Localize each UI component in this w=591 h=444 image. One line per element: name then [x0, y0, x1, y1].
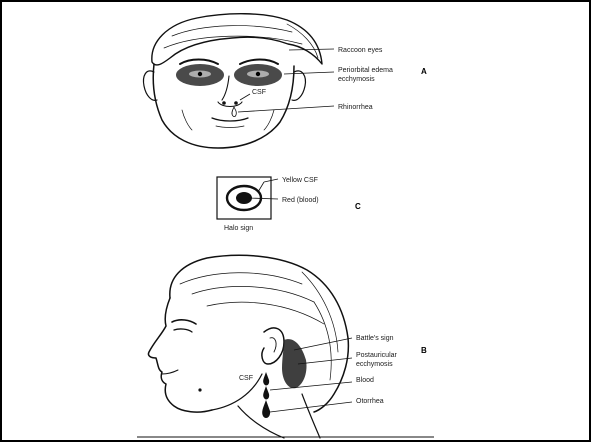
- label-halo-sign: Halo sign: [224, 225, 253, 232]
- blood-drop: [263, 386, 269, 399]
- mouth-profile: [162, 370, 178, 374]
- label-postauricular-line2: ecchymosis: [356, 361, 393, 368]
- panel-a-letter: A: [421, 67, 427, 76]
- hair-outline-profile: [170, 255, 349, 412]
- right-pupil: [256, 72, 260, 76]
- panel-b-side-profile: Battle's sign Postauricular ecchymosis C…: [148, 255, 427, 438]
- right-eyebrow: [240, 60, 278, 65]
- label-rhinorrhea: Rhinorrhea: [338, 104, 373, 111]
- eye-profile: [174, 329, 192, 332]
- hair-stroke-profile: [314, 302, 331, 380]
- leader-csf-nasal: [240, 94, 250, 100]
- ear-profile: [262, 328, 284, 364]
- leader-raccoon-eyes: [289, 49, 334, 50]
- label-battles-sign: Battle's sign: [356, 335, 394, 342]
- csf-ear-drop: [263, 372, 269, 385]
- label-csf-nasal: CSF: [252, 89, 266, 96]
- label-periorbital-line1: Periorbital edema: [338, 67, 393, 74]
- nose-base: [218, 102, 242, 107]
- panel-c-letter: C: [355, 202, 361, 211]
- hair-outline: [152, 14, 322, 65]
- label-periorbital-line2: ecchymosis: [338, 76, 375, 83]
- label-otorrhea: Otorrhea: [356, 398, 384, 405]
- label-raccoon-eyes: Raccoon eyes: [338, 47, 383, 54]
- leader-battles-sign: [294, 338, 352, 350]
- left-cheek-line: [182, 110, 192, 130]
- leader-blood: [270, 382, 352, 390]
- left-eyebrow: [180, 60, 218, 65]
- label-csf-ear: CSF: [239, 375, 253, 382]
- leader-periorbital: [284, 72, 334, 74]
- right-cheek-line: [264, 110, 274, 130]
- ear-inner: [270, 338, 276, 352]
- hair-stroke: [172, 26, 292, 36]
- nose-bridge: [222, 76, 229, 100]
- label-red-blood: Red (blood): [282, 197, 319, 204]
- label-blood: Blood: [356, 377, 374, 384]
- lower-lip: [216, 126, 244, 128]
- mole-dot: [198, 388, 201, 391]
- hair-stroke-profile: [192, 286, 314, 302]
- hair-stroke-profile: [207, 302, 324, 324]
- brow-profile: [172, 320, 196, 324]
- right-nostril: [234, 101, 238, 105]
- csf-nasal-drip: [232, 107, 236, 117]
- mouth: [212, 118, 248, 121]
- otorrhea-drop: [262, 400, 270, 418]
- left-pupil: [198, 72, 202, 76]
- neck-back: [302, 394, 320, 438]
- face-profile: [148, 298, 212, 412]
- panel-a-frontal-face: Raccoon eyes Periorbital edema ecchymosi…: [143, 14, 427, 148]
- panel-c-halo-sign: Yellow CSF Red (blood) Halo sign C: [217, 177, 361, 232]
- panel-b-letter: B: [421, 346, 427, 355]
- left-nostril: [222, 101, 226, 105]
- label-postauricular-line1: Postauricular: [356, 352, 398, 359]
- jaw-line: [212, 374, 262, 410]
- label-yellow-csf: Yellow CSF: [282, 177, 318, 184]
- hair-stroke-profile: [180, 273, 302, 284]
- leader-otorrhea: [270, 402, 352, 412]
